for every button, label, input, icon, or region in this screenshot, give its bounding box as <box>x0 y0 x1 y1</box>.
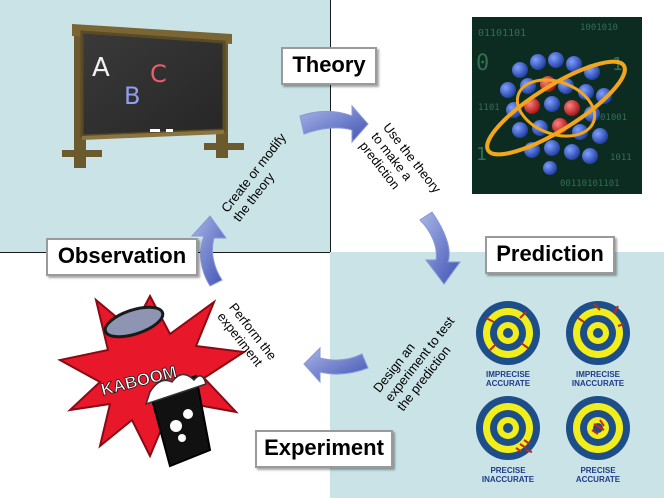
target-label-line: PRECISE <box>580 466 616 475</box>
target-label-line: IMPRECISE <box>485 370 530 379</box>
chalk-letter-b: B <box>124 82 140 110</box>
arrow-theory-to-prediction <box>299 104 369 144</box>
target-label-line: PRECISE <box>490 466 526 475</box>
svg-text:1001010: 1001010 <box>580 23 618 33</box>
target-label-precise-inaccurate: PRECISE INACCURATE <box>473 466 543 484</box>
svg-text:1101: 1101 <box>478 103 500 113</box>
svg-text:01001: 01001 <box>600 113 627 123</box>
chalkboard-illustration: A B C <box>62 24 244 168</box>
stage-observation: Observation <box>46 238 198 276</box>
svg-text:0: 0 <box>476 51 489 76</box>
arrow-experiment-to-observation <box>303 346 369 384</box>
svg-text:1: 1 <box>612 54 623 75</box>
target-label-line: IMPRECISE <box>575 370 620 379</box>
target-precise-inaccurate <box>476 396 540 460</box>
arrow-observation-to-theory <box>190 215 227 287</box>
precision-accuracy-targets <box>476 301 630 460</box>
cycle-arrows <box>190 104 461 384</box>
kaboom-explosion-illustration: KABOOM <box>57 293 247 468</box>
stage-experiment: Experiment <box>255 430 393 468</box>
svg-text:00110101101: 00110101101 <box>560 179 620 189</box>
target-label-precise-accurate: PRECISE ACCURATE <box>563 466 633 484</box>
chalk-letter-c: C <box>150 60 167 88</box>
stage-prediction: Prediction <box>485 236 615 274</box>
target-label-line: INACCURATE <box>481 475 535 484</box>
svg-text:01101101: 01101101 <box>478 28 526 39</box>
svg-text:1011: 1011 <box>610 153 632 163</box>
target-precise-accurate <box>566 396 630 460</box>
target-label-line: INACCURATE <box>571 379 625 388</box>
target-imprecise-accurate <box>476 301 540 365</box>
target-label-line: ACCURATE <box>575 475 621 484</box>
stage-theory: Theory <box>281 47 377 85</box>
target-label-imprecise-accurate: IMPRECISE ACCURATE <box>473 370 543 388</box>
chalk-letter-a: A <box>92 53 110 83</box>
atom-binary-illustration: 01101101 1001010 0 1 1101 01001 1 001101… <box>472 17 642 194</box>
target-label-line: ACCURATE <box>485 379 531 388</box>
svg-text:1: 1 <box>476 144 487 165</box>
target-imprecise-inaccurate <box>566 301 630 365</box>
arrow-prediction-to-experiment <box>419 211 461 285</box>
target-label-imprecise-inaccurate: IMPRECISE INACCURATE <box>563 370 633 388</box>
